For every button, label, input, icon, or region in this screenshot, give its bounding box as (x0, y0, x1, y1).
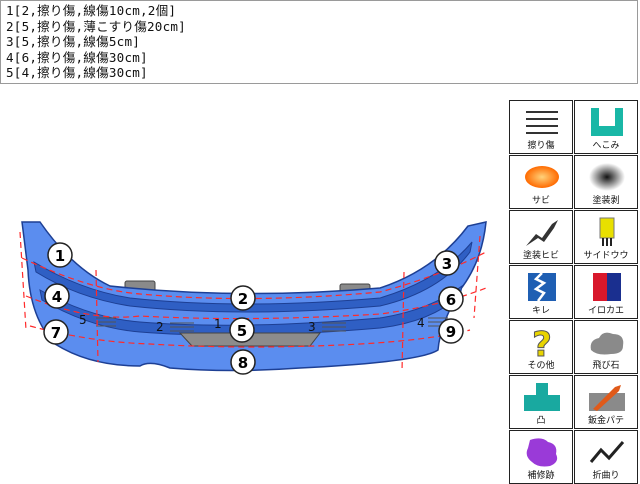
crack-icon (526, 220, 558, 246)
zone-marker-2[interactable]: 2 (230, 285, 256, 311)
svg-text:5: 5 (237, 322, 247, 340)
damage-note-1: 1[2,擦り傷,線傷10cm,2個] (6, 3, 177, 18)
zone-marker-4[interactable]: 4 (44, 283, 70, 309)
cut-icon (528, 272, 556, 302)
tool-paint-peel-button[interactable]: 塗装剥 (574, 155, 638, 209)
zone-marker-3[interactable]: 3 (434, 250, 460, 276)
tool-label: 擦り傷 (527, 141, 555, 151)
damage-note-4: 4[6,擦り傷,線傷30cm] (6, 49, 148, 65)
tool-label: 凸 (536, 416, 546, 426)
dent-icon (591, 108, 623, 136)
molding-icon (599, 217, 615, 246)
tool-bump-button[interactable]: 凸 (509, 375, 573, 429)
zone-marker-9[interactable]: 9 (438, 318, 464, 344)
rust-icon (525, 166, 559, 188)
tool-label: 塗装ヒビ (522, 251, 559, 261)
damage-note-3: 3[5,擦り傷,線傷5cm] (6, 34, 141, 50)
bumper-diagram[interactable]: 1 2 3 4 5 6 7 8 9 1 2 3 4 5 (0, 86, 508, 480)
upper-stripe (33, 241, 473, 313)
scratch-marker-2[interactable]: 2 (156, 320, 164, 334)
tool-chip-button[interactable]: 飛び石 (574, 320, 638, 374)
zone-marker-5[interactable]: 5 (229, 317, 255, 343)
putty-icon (589, 385, 625, 411)
damage-notes-panel: 1[2,擦り傷,線傷10cm,2個] 2[5,擦り傷,薄こすり傷20cm] 3[… (0, 0, 638, 84)
tool-color-diff-button[interactable]: イロカエ (574, 265, 638, 319)
svg-text:1: 1 (55, 247, 65, 265)
tool-label: へこみ (592, 141, 620, 151)
scratch-marker-4[interactable]: 4 (417, 316, 425, 330)
tool-bend-button[interactable]: 折曲り (574, 430, 638, 484)
lines-icon (526, 111, 558, 134)
svg-text:9: 9 (446, 323, 456, 341)
stone-icon (590, 332, 624, 355)
zone-marker-7[interactable]: 7 (43, 319, 69, 345)
svg-text:?: ? (532, 326, 552, 358)
paint-peel-icon (589, 163, 625, 191)
tool-label: 折曲り (592, 471, 620, 481)
svg-text:6: 6 (446, 291, 456, 309)
tool-label: その他 (527, 361, 555, 371)
tool-label: サビ (531, 196, 550, 206)
tool-other-button[interactable]: ? その他 (509, 320, 573, 374)
svg-text:8: 8 (238, 354, 248, 372)
tool-side-molding-button[interactable]: サイドウウ (574, 210, 638, 264)
tool-label: イロカエ (587, 306, 624, 316)
tool-label: キレ (531, 306, 550, 316)
zone-marker-1[interactable]: 1 (47, 242, 73, 268)
tool-label: サイドウウ (583, 251, 629, 261)
reflector-slots (96, 317, 448, 332)
zone-markers: 1 2 3 4 5 6 7 8 9 (43, 242, 464, 375)
svg-text:4: 4 (52, 288, 62, 306)
damage-note-2: 2[5,擦り傷,薄こすり傷20cm] (6, 18, 186, 34)
tool-panel-putty-button[interactable]: 鈑金パテ (574, 375, 638, 429)
bump-icon (524, 383, 560, 411)
damage-note-5: 5[4,擦り傷,線傷30cm] (6, 65, 148, 81)
scratch-marker-3[interactable]: 3 (308, 320, 316, 334)
question-icon: ? (532, 326, 553, 358)
svg-text:2: 2 (238, 290, 248, 308)
bumper-diagram-canvas[interactable]: 1 2 3 4 5 6 7 8 9 1 2 3 4 5 (0, 86, 508, 480)
tool-label: 塗装剥 (592, 196, 620, 206)
scratch-marker-5[interactable]: 5 (79, 313, 87, 327)
tool-cut-button[interactable]: キレ (509, 265, 573, 319)
tool-label: 飛び石 (592, 361, 620, 371)
damage-type-palette: 擦り傷 へこみ サビ 塗装剥 塗装ヒビ サイドウウ (509, 100, 639, 484)
scratch-marker-1[interactable]: 1 (214, 317, 222, 331)
repair-icon (526, 438, 558, 467)
svg-text:3: 3 (442, 255, 452, 273)
tool-rust-button[interactable]: サビ (509, 155, 573, 209)
tool-repair-trace-button[interactable]: 補修跡 (509, 430, 573, 484)
tool-scratch-button[interactable]: 擦り傷 (509, 100, 573, 154)
tool-label: 補修跡 (527, 471, 555, 481)
tool-paint-crack-button[interactable]: 塗装ヒビ (509, 210, 573, 264)
scratch-markers: 1 2 3 4 5 (79, 313, 425, 334)
zone-marker-6[interactable]: 6 (438, 286, 464, 312)
color-diff-icon (593, 273, 621, 301)
svg-text:7: 7 (51, 324, 61, 342)
bend-icon (589, 441, 625, 463)
zone-marker-8[interactable]: 8 (230, 349, 256, 375)
tool-label: 鈑金パテ (587, 416, 624, 426)
panel-boundary-lines (19, 231, 487, 373)
tool-dent-button[interactable]: へこみ (574, 100, 638, 154)
